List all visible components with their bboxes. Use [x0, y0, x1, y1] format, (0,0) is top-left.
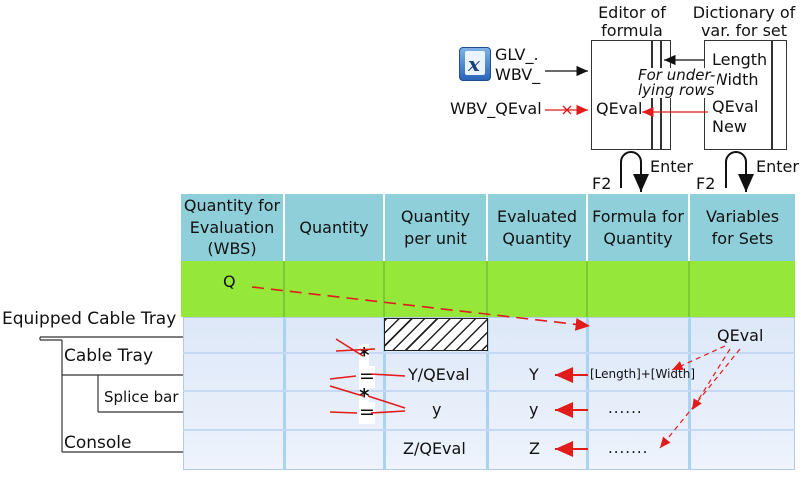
editor-title: Editor of formula: [598, 3, 666, 41]
dict-item-length: Length: [712, 50, 768, 69]
editor-qeval: QEval: [596, 99, 643, 118]
green-cell: [588, 261, 690, 317]
dictionary-title: Dictionary of var. for set: [692, 3, 796, 41]
blocked-cross: [562, 105, 572, 115]
col-header-variables: Variables for Sets: [690, 194, 795, 261]
f2-label-1: F2: [592, 174, 612, 193]
formula-value: ......: [608, 399, 643, 417]
evaluated-value: y: [529, 400, 539, 419]
grid-divider: [688, 317, 691, 470]
equals-op-1: =: [359, 365, 375, 388]
evaluated-value: Z: [529, 439, 540, 458]
grid-row-line: [183, 352, 795, 354]
col-header-evaluated: Evaluated Quantity: [488, 194, 588, 261]
multiply-op-1: *: [359, 343, 370, 367]
multiply-op-2: *: [359, 384, 370, 408]
per-unit-value: y: [432, 400, 442, 419]
tree-item-cable-tray: Cable Tray: [64, 346, 154, 366]
data-grid: [183, 317, 795, 470]
grid-divider: [586, 317, 589, 470]
green-cell: [690, 261, 795, 317]
excel-x-icon: x: [459, 47, 491, 81]
wbv-label: WBV_: [495, 65, 541, 84]
enter-loop-1: [620, 151, 649, 192]
per-unit-value: Y/QEval: [408, 365, 470, 384]
col-header-formula: Formula for Quantity: [588, 194, 690, 261]
green-cell: [285, 261, 385, 317]
dict-item-new: New: [712, 117, 747, 136]
per-unit-value: Z/QEval: [403, 439, 466, 458]
tree-item-console: Console: [64, 433, 132, 453]
glv-label: GLV_.: [495, 45, 539, 64]
wbv-qeval-label: WBV_QEval: [450, 99, 542, 118]
variables-qeval: QEval: [717, 326, 764, 345]
equals-op-2: =: [359, 401, 375, 424]
dict-item-width: Width: [712, 70, 759, 89]
green-cell: [488, 261, 588, 317]
formula-value: .......: [608, 439, 649, 457]
formula-value: [Length]+[Width]: [590, 367, 696, 381]
dictionary-inner-line: [771, 40, 773, 150]
hatched-cell: [384, 318, 488, 351]
tree-item-splice-bar: Splice bar: [104, 388, 179, 406]
grid-divider: [283, 317, 286, 470]
enter-label-1: Enter: [650, 157, 693, 176]
green-q-label: Q: [223, 272, 236, 291]
green-cell: [385, 261, 488, 317]
col-header-per-unit: Quantity per unit: [385, 194, 488, 261]
evaluated-value: Y: [529, 365, 539, 384]
grid-divider: [486, 317, 489, 470]
dict-item-qeval: QEval: [712, 97, 759, 116]
f2-label-2: F2: [696, 174, 716, 193]
enter-label-2: Enter: [756, 157, 799, 176]
enter-loop-2: [725, 151, 754, 192]
grid-divider: [383, 317, 386, 470]
underlying-rows-note: For under- lying rows: [636, 66, 718, 99]
col-header-quantity-eval: Quantity for Evaluation (WBS): [181, 194, 285, 261]
grid-row-line: [183, 429, 795, 431]
dictionary-box: [704, 40, 787, 150]
col-header-quantity: Quantity: [285, 194, 385, 261]
grid-row-line: [183, 390, 795, 392]
tree-item-equipped-cable-tray: Equipped Cable Tray: [2, 309, 177, 329]
